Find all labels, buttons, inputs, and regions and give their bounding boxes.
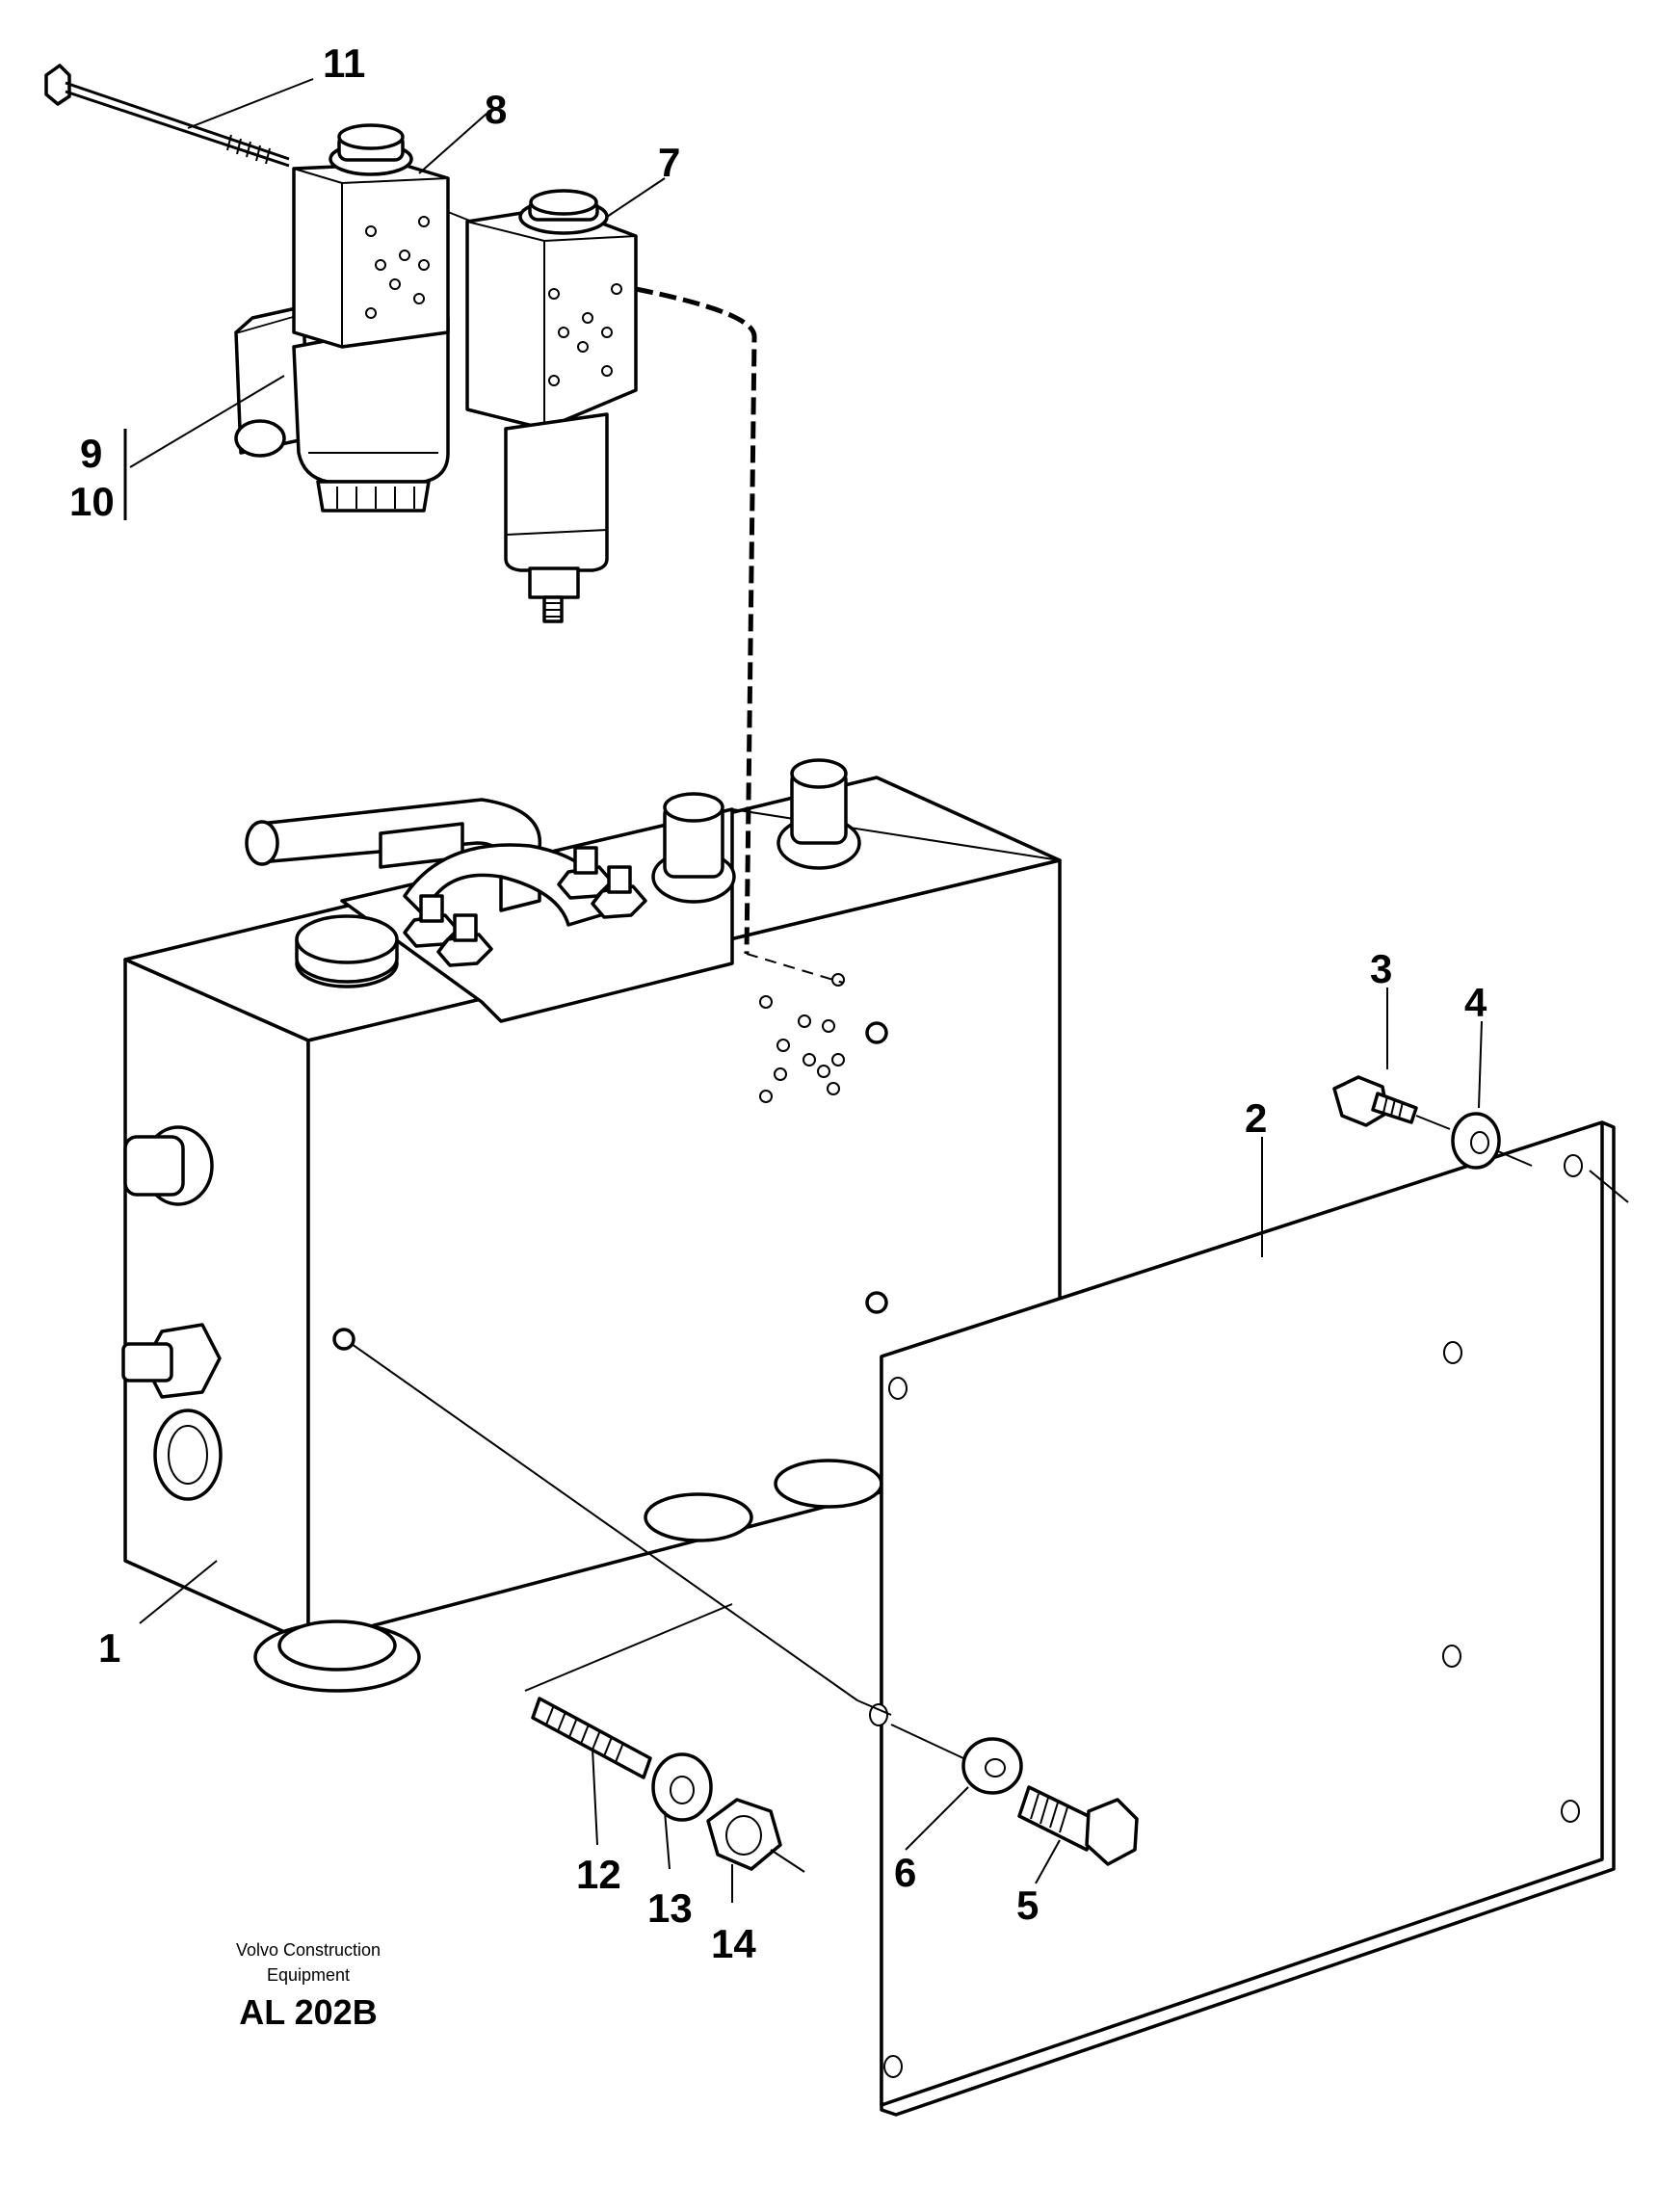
- callout-numbers: 1 2 3 4 5 6 7 8 9 10 11 12 13 14: [69, 40, 1487, 1966]
- washer-13: [651, 1752, 713, 1822]
- callout-10: 10: [69, 479, 115, 524]
- caption-line-1: Volvo Construction: [236, 1940, 381, 1960]
- callout-6: 6: [894, 1850, 916, 1895]
- cover-plate: [869, 1120, 1616, 2117]
- callout-12: 12: [576, 1852, 621, 1897]
- caption-line-2: Equipment: [267, 1965, 350, 1985]
- callout-5: 5: [1016, 1883, 1039, 1928]
- callout-3: 3: [1370, 946, 1392, 991]
- long-bolt-11: [44, 64, 290, 168]
- callout-13: 13: [647, 1885, 693, 1931]
- callout-1: 1: [98, 1625, 120, 1671]
- valve-block: [121, 758, 1062, 1693]
- front-port-lower: [153, 1409, 223, 1501]
- stud-12: [531, 1697, 652, 1779]
- caption-block: Volvo Construction Equipment AL 202B: [236, 1940, 381, 2032]
- cover-plate-holes: [869, 1154, 1583, 2078]
- callout-11: 11: [323, 40, 365, 86]
- solenoid-8-holes: [365, 216, 430, 319]
- mounting-hole-pattern: [759, 973, 845, 1103]
- callout-8: 8: [485, 87, 507, 132]
- solenoid-7-holes: [548, 283, 622, 386]
- washer-4: [1451, 1112, 1501, 1170]
- top-fitting-left: [651, 792, 736, 904]
- bottom-fitting-front: [253, 1620, 421, 1693]
- bolt-5: [1017, 1785, 1139, 1866]
- front-plug-upper: [123, 1125, 214, 1206]
- callout-4: 4: [1464, 980, 1487, 1025]
- solenoid-valve-7: [465, 189, 638, 623]
- callout-14: 14: [711, 1921, 756, 1966]
- clamp-bolt-mid: [436, 913, 493, 967]
- top-fitting-right: [776, 758, 861, 870]
- washer-6: [961, 1737, 1023, 1795]
- caption-code: AL 202B: [239, 1992, 377, 2032]
- alignment-line: [351, 1343, 858, 1701]
- clamp-bolt-left: [403, 894, 460, 948]
- leader-lines: [123, 78, 1483, 1903]
- nut-14: [706, 1798, 782, 1871]
- solenoid-valve-8: [234, 123, 450, 513]
- connection-line-dashed: [635, 286, 757, 955]
- front-fitting-middle: [121, 1323, 222, 1399]
- callout-9: 9: [80, 431, 102, 476]
- clamp-bolt-right-b: [591, 865, 647, 919]
- screw-3: [1332, 1075, 1418, 1127]
- callout-7: 7: [658, 140, 680, 185]
- callout-2: 2: [1245, 1095, 1267, 1141]
